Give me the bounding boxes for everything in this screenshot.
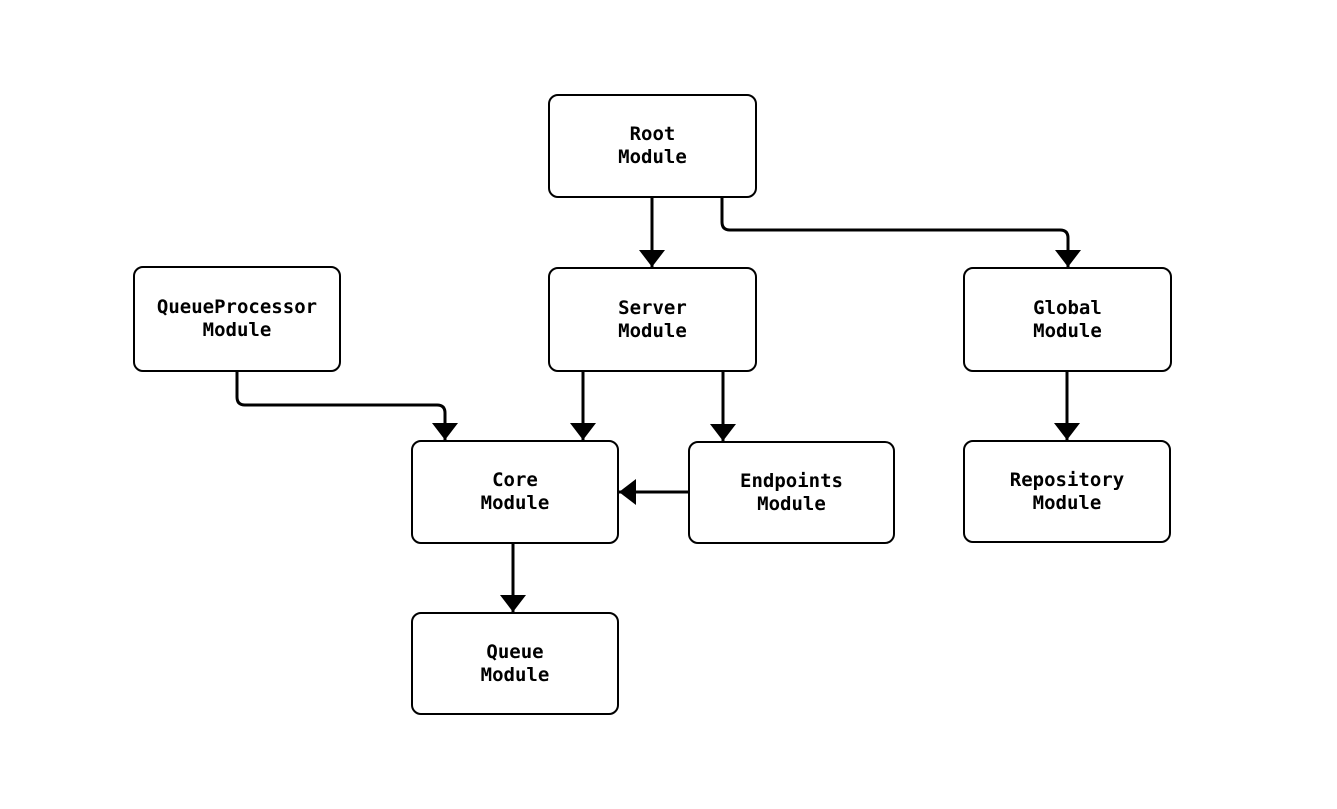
- node-root-label-line: Root: [629, 123, 676, 146]
- node-global-label-line: Module: [1033, 319, 1102, 342]
- node-endpoints-label-line: Endpoints: [740, 469, 843, 492]
- node-queue-label-line: Queue: [486, 640, 544, 663]
- node-queue-label-line: Module: [480, 663, 550, 686]
- node-server-label-line: Server: [618, 296, 687, 319]
- node-repository-label-line: Repository: [1009, 468, 1125, 491]
- edge-queueprocessor-to-core: [235, 372, 458, 440]
- node-queueprocessor-label-line: Module: [202, 319, 272, 341]
- node-queueprocessor-label-line: QueueProcessor: [156, 296, 318, 319]
- node-root-label-line: Module: [618, 146, 687, 168]
- node-server-label-line: Module: [618, 319, 687, 342]
- node-global-label-line: Global: [1033, 296, 1102, 319]
- node-core-label-line: Module: [480, 492, 550, 514]
- node-repository-label-line: Module: [1032, 491, 1102, 514]
- node-endpoints-label-line: Module: [757, 492, 826, 515]
- node-core-label-line: Core: [492, 469, 538, 492]
- edge-root-to-global: [720, 198, 1081, 267]
